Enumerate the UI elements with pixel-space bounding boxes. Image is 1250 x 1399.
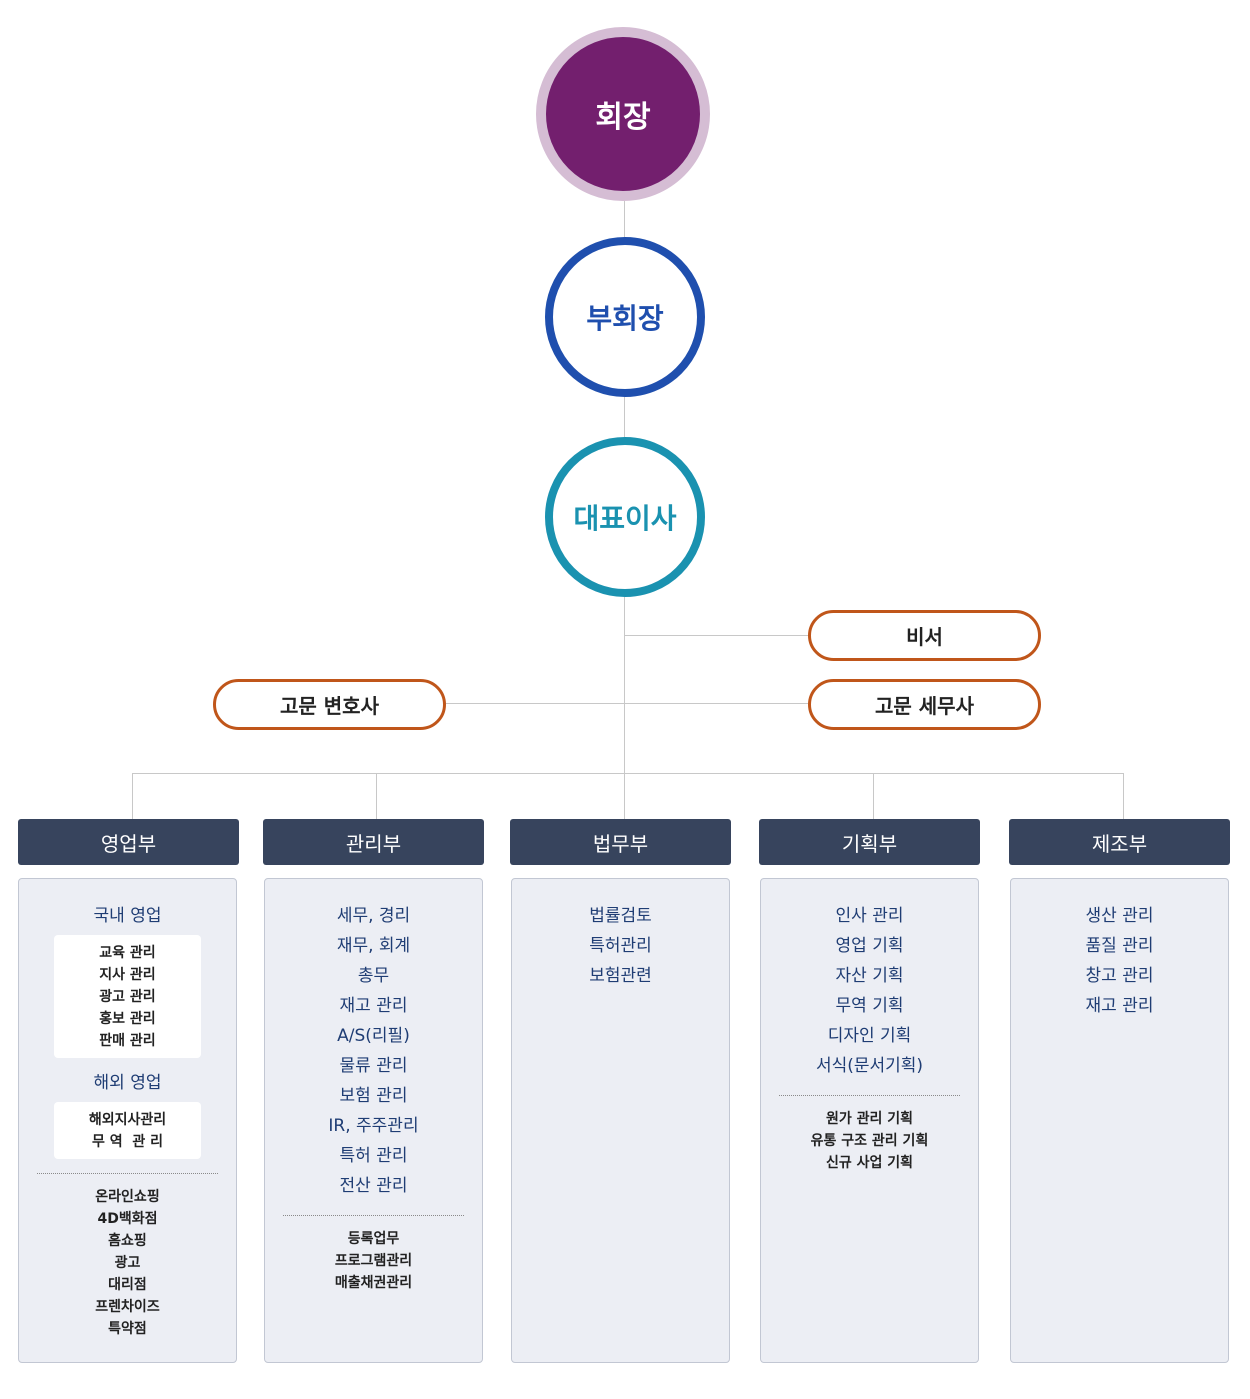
dept-item: 재고 관리	[1085, 996, 1154, 1016]
secretary-node: 비서	[808, 610, 1041, 661]
extra-item: 매출채권관리	[334, 1275, 413, 1291]
dept-item: 인사 관리	[835, 906, 904, 926]
dept-item: 세무, 경리	[336, 906, 411, 926]
connector-dept-5	[1123, 773, 1124, 819]
extra-item: 광고	[114, 1255, 141, 1271]
dept-item: A/S(리필)	[337, 1026, 410, 1046]
connector-secretary	[624, 635, 808, 636]
dept-title: 영업부	[100, 831, 157, 856]
sub-items-box: 교육 관리 지사 관리 광고 관리 홍보 관리 판매 관리	[54, 935, 201, 1058]
dept-item: 무역 기획	[835, 996, 904, 1016]
dept-title: 기획부	[841, 831, 898, 856]
secretary-label: 비서	[906, 625, 943, 649]
chairman-node: 회장	[536, 27, 710, 201]
legal-advisor-label: 고문 변호사	[280, 694, 379, 718]
dept-title: 법무부	[592, 831, 649, 856]
sub-item: 해외지사관리	[88, 1112, 167, 1128]
dept-item: 생산 관리	[1085, 906, 1154, 926]
dept-item: 특허 관리	[339, 1146, 408, 1166]
dept-item: 디자인 기획	[827, 1026, 912, 1046]
connector-advisors	[446, 703, 808, 704]
sub-item: 홍보 관리	[99, 1011, 156, 1027]
dept-title: 관리부	[345, 831, 402, 856]
dept-item: 법률검토	[589, 906, 652, 926]
sub-items-box: 해외지사관리 무 역 관 리	[54, 1102, 201, 1159]
group-title: 국내 영업	[93, 906, 162, 926]
dept-box-legal: 법률검토 특허관리 보험관련	[511, 878, 730, 1363]
extra-item: 원가 관리 기획	[825, 1111, 914, 1127]
connector-vice-ceo	[624, 397, 625, 437]
tax-advisor-label: 고문 세무사	[875, 694, 974, 718]
ceo-label: 대표이사	[573, 502, 677, 535]
dotted-divider	[779, 1095, 960, 1096]
dept-title: 제조부	[1091, 831, 1148, 856]
tax-advisor-node: 고문 세무사	[808, 679, 1041, 730]
extra-item: 온라인쇼핑	[95, 1189, 160, 1205]
connector-dept-2	[376, 773, 377, 819]
dept-item: 전산 관리	[339, 1176, 408, 1196]
extra-item: 특약점	[108, 1321, 147, 1337]
vice-chairman-label: 부회장	[586, 302, 664, 335]
extra-item: 4D백화점	[97, 1211, 158, 1227]
chairman-label: 회장	[595, 100, 651, 135]
extra-item: 홈쇼핑	[108, 1233, 147, 1249]
dept-item: 재무, 회계	[336, 936, 411, 956]
dept-header-legal: 법무부	[510, 819, 731, 865]
dept-box-sales: 국내 영업 교육 관리 지사 관리 광고 관리 홍보 관리 판매 관리 해외 영…	[18, 878, 237, 1363]
extra-item: 유통 구조 관리 기획	[810, 1133, 929, 1149]
vice-chairman-node: 부회장	[545, 237, 705, 397]
dept-header-management: 관리부	[263, 819, 484, 865]
sub-item: 무 역 관 리	[91, 1134, 164, 1150]
sub-item: 판매 관리	[99, 1033, 156, 1049]
dept-header-planning: 기획부	[759, 819, 980, 865]
dotted-divider	[283, 1215, 464, 1216]
dept-item: 재고 관리	[339, 996, 408, 1016]
sub-item: 교육 관리	[99, 945, 156, 961]
dept-header-manufacturing: 제조부	[1009, 819, 1230, 865]
dept-box-management: 세무, 경리 재무, 회계 총무 재고 관리 A/S(리필) 물류 관리 보험 …	[264, 878, 483, 1363]
dept-item: 창고 관리	[1085, 966, 1154, 986]
extra-item: 등록업무	[347, 1231, 400, 1247]
connector-dept-4	[873, 773, 874, 819]
group-title: 해외 영업	[93, 1073, 162, 1093]
extra-item: 프로그램관리	[334, 1253, 413, 1269]
dept-item: 서식(문서기획)	[815, 1056, 924, 1076]
dept-box-manufacturing: 생산 관리 품질 관리 창고 관리 재고 관리	[1010, 878, 1229, 1363]
dept-item: 물류 관리	[339, 1056, 408, 1076]
connector-ceo-departments	[624, 597, 625, 819]
connector-department-bar	[132, 773, 1124, 774]
dept-item: 영업 기획	[835, 936, 904, 956]
dept-item: 특허관리	[589, 936, 652, 956]
dotted-divider	[37, 1173, 218, 1174]
extra-item: 대리점	[108, 1277, 147, 1293]
dept-item: 자산 기획	[835, 966, 904, 986]
sub-item: 지사 관리	[99, 967, 156, 983]
dept-box-planning: 인사 관리 영업 기획 자산 기획 무역 기획 디자인 기획 서식(문서기획) …	[760, 878, 979, 1363]
dept-item: 보험관련	[589, 966, 652, 986]
dept-header-sales: 영업부	[18, 819, 239, 865]
dept-item: IR, 주주관리	[328, 1116, 419, 1136]
connector-dept-1	[132, 773, 133, 819]
dept-item: 총무	[357, 966, 390, 986]
extra-item: 신규 사업 기획	[825, 1155, 914, 1171]
legal-advisor-node: 고문 변호사	[213, 679, 446, 730]
dept-item: 품질 관리	[1085, 936, 1154, 956]
dept-item: 보험 관리	[339, 1086, 408, 1106]
extra-item: 프렌차이즈	[95, 1299, 160, 1315]
sub-item: 광고 관리	[99, 989, 156, 1005]
ceo-node: 대표이사	[545, 437, 705, 597]
connector-chairman-vice	[624, 201, 625, 237]
